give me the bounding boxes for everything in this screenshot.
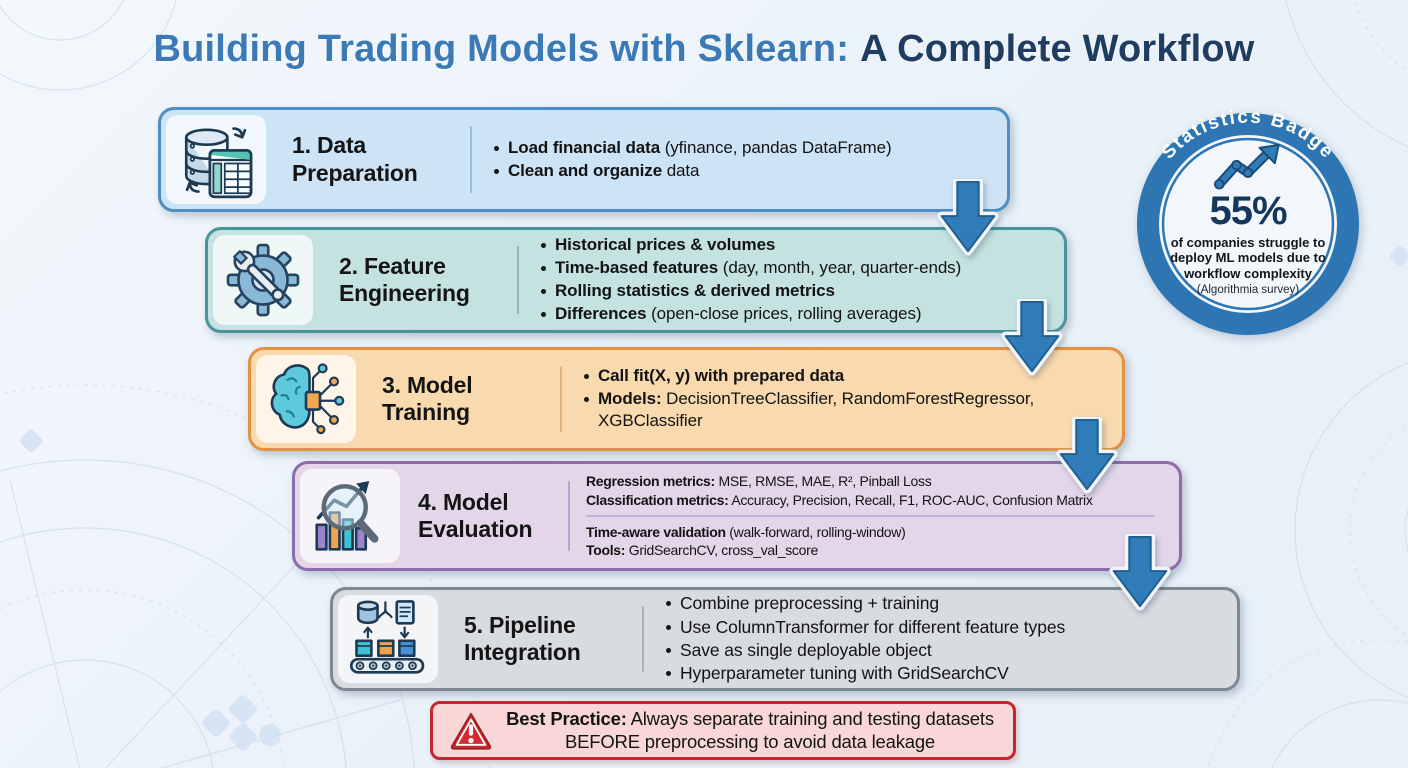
bullet-dot — [666, 648, 671, 653]
pipeline-conveyor-icon — [338, 595, 438, 683]
bullet-dot — [666, 624, 671, 630]
warning-icon — [450, 712, 492, 750]
flow-arrow-2 — [1001, 299, 1063, 376]
flow-arrow-4 — [1109, 534, 1171, 611]
bullet-dot — [666, 601, 671, 607]
bullet-dot — [541, 266, 546, 272]
step-title: 5. Pipeline Integration — [464, 611, 581, 665]
step-title: 4. Model Evaluation — [418, 488, 533, 542]
workflow-step-1: 1. Data Preparation Load financial data … — [158, 107, 1010, 212]
workflow-step-3: 3. Model Training Call fit(X, y) with pr… — [248, 347, 1125, 451]
step-line: Hyperparameter tuning with GridSearchCV — [666, 662, 1225, 685]
step-line: Rolling statistics & derived metrics — [541, 280, 1052, 303]
chart-magnifier-icon — [300, 469, 400, 563]
step-line: Time-aware validation (walk-forward, rol… — [586, 524, 906, 540]
step-divider — [517, 246, 519, 314]
step-line: Classification metrics: Accuracy, Precis… — [586, 491, 1093, 508]
step-line: Models: DecisionTreeClassifier, RandomFo… — [584, 388, 1039, 434]
badge-description: of companies struggle to deploy ML model… — [1170, 235, 1326, 281]
step-content: Regression metrics: MSE, RMSE, MAE, R², … — [570, 472, 1167, 560]
step-line: Combine preprocessing + training — [666, 592, 1225, 615]
page-title: Building Trading Models with Sklearn:A C… — [0, 28, 1408, 71]
flow-arrow-1 — [937, 179, 999, 256]
badge-content: 55% of companies struggle to deploy ML m… — [1134, 110, 1362, 338]
content-divider — [586, 515, 1156, 517]
step-line: Use ColumnTransformer for different feat… — [666, 616, 1225, 639]
step-line: Tools: GridSearchCV, cross_val_score — [586, 542, 818, 559]
bullet-dot — [666, 671, 671, 677]
bullet-dot — [494, 168, 499, 174]
bullet-dot — [584, 396, 589, 402]
database-table-icon — [166, 115, 266, 204]
workflow-step-2: 2. Feature Engineering Historical prices… — [205, 227, 1067, 333]
step-line: Load financial data (yfinance, pandas Da… — [494, 137, 995, 160]
step-content: Load financial data (yfinance, pandas Da… — [472, 137, 995, 183]
title-part2: A Complete Workflow — [860, 28, 1255, 70]
title-part1: Building Trading Models with Sklearn: — [153, 28, 850, 70]
step-title: 1. Data Preparation — [292, 132, 418, 186]
best-practice-lead: Best Practice: — [506, 707, 627, 729]
step-title: 2. Feature Engineering — [339, 252, 470, 306]
step-line: Call fit(X, y) with prepared data — [584, 365, 1039, 388]
statistics-badge: Statistics Badge 55% of companies strugg… — [1134, 110, 1362, 338]
best-practice-text: Best Practice: Always separate training … — [503, 708, 997, 754]
flow-arrow-3 — [1056, 417, 1118, 494]
best-practice-body: Always separate training and testing dat… — [564, 707, 994, 752]
bullet-dot — [541, 311, 546, 317]
brain-circuit-icon — [256, 355, 356, 443]
badge-stat: 55% — [1209, 189, 1287, 233]
workflow-step-4: 4. Model Evaluation Regression metrics: … — [292, 461, 1182, 571]
step-divider — [470, 125, 472, 194]
bullet-dot — [494, 145, 499, 151]
step-line: Save as single deployable object — [666, 639, 1225, 662]
step-line: Regression metrics: MSE, RMSE, MAE, R², … — [586, 473, 932, 490]
step-line: Differences (open-close prices, rolling … — [541, 303, 1052, 326]
step-line: Historical prices & volumes — [541, 234, 1052, 257]
best-practice-banner: Best Practice: Always separate training … — [430, 701, 1016, 760]
workflow-step-5: 5. Pipeline Integration Combine preproce… — [330, 587, 1240, 691]
gear-wrench-icon — [213, 235, 313, 325]
bullet-dot — [541, 289, 546, 294]
step-divider — [568, 480, 570, 552]
bullet-dot — [584, 373, 589, 379]
step-divider — [642, 605, 644, 673]
badge-source: (Algorithmia survey) — [1196, 283, 1300, 296]
step-title: 3. Model Training — [382, 371, 473, 425]
bullet-dot — [541, 243, 546, 249]
step-line: Clean and organize data — [494, 160, 995, 183]
badge-ring: Statistics Badge — [1137, 110, 1359, 335]
step-divider — [560, 365, 562, 433]
step-line: Time-based features (day, month, year, q… — [541, 257, 1052, 280]
trend-chart-icon — [1213, 144, 1280, 190]
